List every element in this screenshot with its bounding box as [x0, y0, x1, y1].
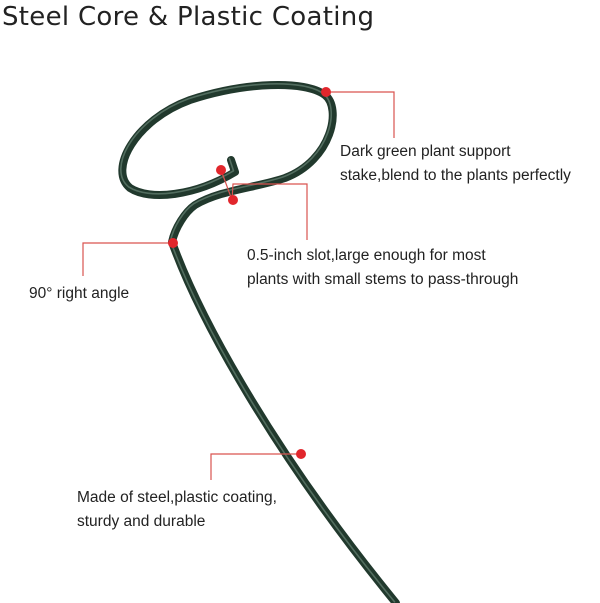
- leader-line-color: [326, 91, 395, 138]
- callout-color-line-2: stake,blend to the plants perfectly: [340, 167, 571, 184]
- callout-material-line-1: Made of steel,plastic coating,: [77, 489, 277, 506]
- leader-line-slot: [220, 169, 308, 240]
- callout-leader-lines: [82, 91, 395, 480]
- page-title: Steel Core & Plastic Coating: [2, 2, 375, 32]
- marker-dot-slot-top: [216, 165, 226, 175]
- callout-slot: 0.5-inch slot,large enough for most plan…: [247, 244, 518, 292]
- callout-material: Made of steel,plastic coating, sturdy an…: [77, 486, 277, 534]
- marker-dot-slot-bottom: [228, 195, 238, 205]
- callout-angle: 90° right angle: [29, 282, 129, 306]
- plant-stake: [118, 81, 400, 603]
- callout-slot-line-2: plants with small stems to pass-through: [247, 271, 519, 288]
- marker-dot-steel: [296, 449, 306, 459]
- leader-line-angle: [82, 242, 173, 276]
- leader-line-steel: [210, 453, 301, 480]
- callout-color-line-1: Dark green plant support: [340, 143, 511, 160]
- marker-dot-angle: [168, 238, 178, 248]
- callout-markers: [168, 87, 331, 459]
- marker-dot-color: [321, 87, 331, 97]
- callout-color: Dark green plant support stake,blend to …: [340, 140, 571, 188]
- callout-angle-line-1: 90° right angle: [29, 285, 130, 302]
- callout-material-line-2: sturdy and durable: [77, 513, 206, 530]
- callout-slot-line-1: 0.5-inch slot,large enough for most: [247, 247, 486, 264]
